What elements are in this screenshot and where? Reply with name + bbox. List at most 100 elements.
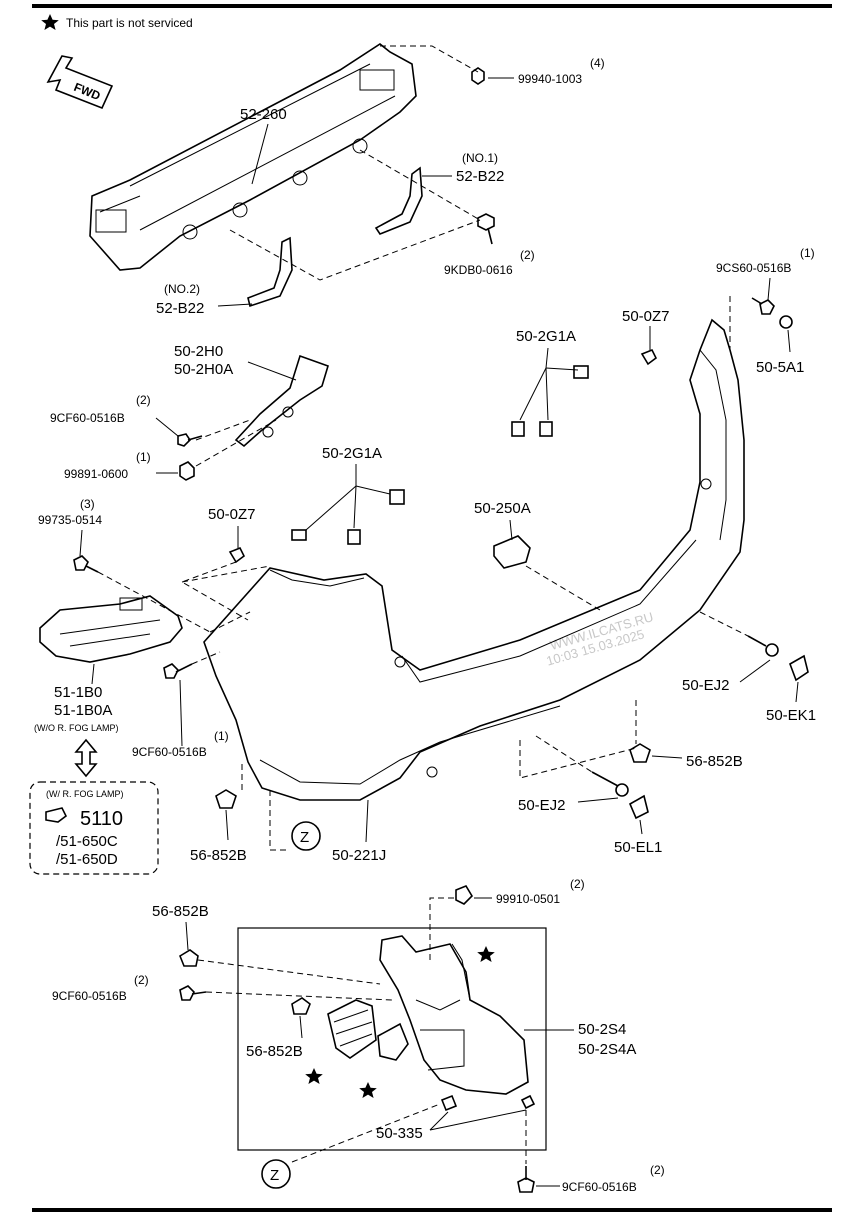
pad-50-ek1-icon	[789, 654, 809, 682]
label-99735: 99735-0514	[38, 513, 102, 527]
label-56-852b-d: 56-852B	[246, 1043, 303, 1060]
label-52-260: 52-260	[240, 106, 287, 123]
pointing-hand-icon	[45, 807, 68, 823]
label-9cs60-qty: (1)	[800, 246, 815, 260]
fog-lamp-ref-5110[interactable]: 5110	[80, 808, 123, 830]
label-52-b22-no2-note: (NO.2)	[164, 282, 200, 296]
leader-99735	[97, 571, 211, 633]
label-50-5a1: 50-5A1	[756, 359, 804, 376]
label-56-852b-a: 56-852B	[686, 753, 743, 770]
bolt-9kdb0-icon	[477, 213, 495, 245]
star-icon-bracket	[359, 1082, 377, 1098]
fog-lamp-reference-box	[29, 781, 159, 875]
vent-grille-part	[327, 999, 377, 1059]
pad-50-el1-icon	[628, 794, 649, 820]
label-50-0z7-b: 50-0Z7	[208, 506, 256, 523]
label-50-221j: 50-221J	[332, 847, 386, 864]
label-99940-qty: (4)	[590, 56, 605, 70]
clip-50-335-b-icon	[520, 1094, 536, 1110]
label-52-b22-no2: 52-B22	[156, 300, 204, 317]
mudguard-50-2s4	[379, 935, 529, 1095]
label-9cf60-a: 9CF60-0516B	[50, 411, 125, 425]
label-9cf60-b-qty: (1)	[214, 729, 229, 743]
label-50-2h0a: 50-2H0A	[174, 361, 233, 378]
label-50-2h0: 50-2H0	[174, 343, 223, 360]
label-99910: 99910-0501	[496, 892, 560, 906]
label-50-ek1: 50-EK1	[766, 707, 816, 724]
label-51-1b0: 51-1B0	[54, 684, 102, 701]
screw-99735-icon	[73, 555, 99, 573]
label-99940: 99940-1003	[518, 72, 582, 86]
label-9cf60-b: 9CF60-0516B	[132, 745, 207, 759]
detail-z-marker-top[interactable]	[291, 821, 321, 851]
clip-50-5a1-icon	[779, 315, 793, 329]
bracket-50-2h0	[234, 354, 329, 448]
nut-99891-icon	[179, 461, 195, 481]
label-9cf60-a-qty: (2)	[136, 393, 151, 407]
label-50-0z7-a: 50-0Z7	[622, 308, 670, 325]
label-50-ej2-b: 50-EJ2	[518, 797, 566, 814]
leader-50-250a	[525, 565, 601, 611]
leader-99910	[429, 897, 454, 960]
label-9cs60: 9CS60-0516B	[716, 261, 791, 275]
star-icon-grille	[305, 1068, 323, 1084]
clip-50-2g1a-a2-icon	[539, 421, 553, 437]
clip-56-852b-d-icon	[291, 997, 311, 1015]
not-serviced-note: This part is not serviced	[66, 16, 193, 30]
detail-z-marker-bottom[interactable]	[261, 1159, 291, 1189]
nut-99940-icon	[471, 67, 485, 85]
leader-9cf60-b	[191, 651, 221, 665]
label-99735-qty: (3)	[80, 497, 95, 511]
detail-z-label-bottom: Z	[270, 1167, 279, 1184]
fog-lamp-ref-51-650d[interactable]: /51-650D	[56, 851, 118, 868]
detail-z-label-top: Z	[300, 829, 309, 846]
clip-50-2g1a-a3-icon	[573, 365, 589, 379]
label-56-852b-c: 56-852B	[152, 903, 209, 920]
bracket-no1-52-b22	[374, 166, 423, 235]
label-50-2g1a-b: 50-2G1A	[322, 445, 382, 462]
label-9cf60-c-qty: (2)	[134, 973, 149, 987]
fog-lamp-ref-51-650c[interactable]: /51-650C	[56, 833, 118, 850]
label-50-2s4a: 50-2S4A	[578, 1041, 636, 1058]
clip-99910-icon	[455, 885, 474, 905]
double-arrow-icon	[74, 738, 98, 778]
leader-50-0z7-b	[180, 561, 249, 621]
label-50-ej2-a: 50-EJ2	[682, 677, 730, 694]
leader-fascia-upper	[181, 565, 271, 633]
star-icon-mudguard	[477, 946, 495, 962]
bottom-rule	[32, 1208, 832, 1212]
label-56-852b-b: 56-852B	[190, 847, 247, 864]
clip-56-852b-b-icon	[215, 789, 237, 809]
clip-50-2g1a-b1-icon	[291, 529, 307, 541]
label-52-b22-no1: 52-B22	[456, 168, 504, 185]
label-52-b22-no1-note: (NO.1)	[462, 151, 498, 165]
leader-50-ej2-b	[535, 735, 593, 773]
leader-56-852b-b	[241, 764, 290, 851]
label-9cf60-d: 9CF60-0516B	[562, 1180, 637, 1194]
label-9kdb0: 9KDB0-0616	[444, 263, 513, 277]
bolt-9cf60-c-icon	[179, 985, 207, 1001]
label-99910-qty: (2)	[570, 877, 585, 891]
rear-lamp-51-1b0	[39, 595, 183, 663]
clip-50-2g1a-b3-icon	[389, 489, 405, 505]
small-bracket-part	[377, 1022, 409, 1061]
label-50-2s4: 50-2S4	[578, 1021, 626, 1038]
leader-z-bottom	[291, 1103, 441, 1163]
bolt-9cf60-d-icon	[517, 1166, 535, 1193]
clip-50-2g1a-b2-icon	[347, 529, 361, 545]
label-9cf60-c: 9CF60-0516B	[52, 989, 127, 1003]
bracket-no2-52-b22	[247, 236, 293, 308]
label-9cf60-d-qty: (2)	[650, 1163, 665, 1177]
clip-50-335-a-icon	[440, 1094, 458, 1112]
fwd-arrow-icon: FWD	[46, 55, 114, 110]
label-99891: 99891-0600	[64, 467, 128, 481]
leader-50-ej2-a	[699, 611, 749, 637]
leader-56-852b-a	[519, 700, 637, 779]
label-50-2g1a-a: 50-2G1A	[516, 328, 576, 345]
top-rule	[32, 4, 832, 8]
label-9kdb0-qty: (2)	[520, 248, 535, 262]
clip-50-2g1a-a1-icon	[511, 421, 525, 437]
label-51-1b0a: 51-1B0A	[54, 702, 112, 719]
